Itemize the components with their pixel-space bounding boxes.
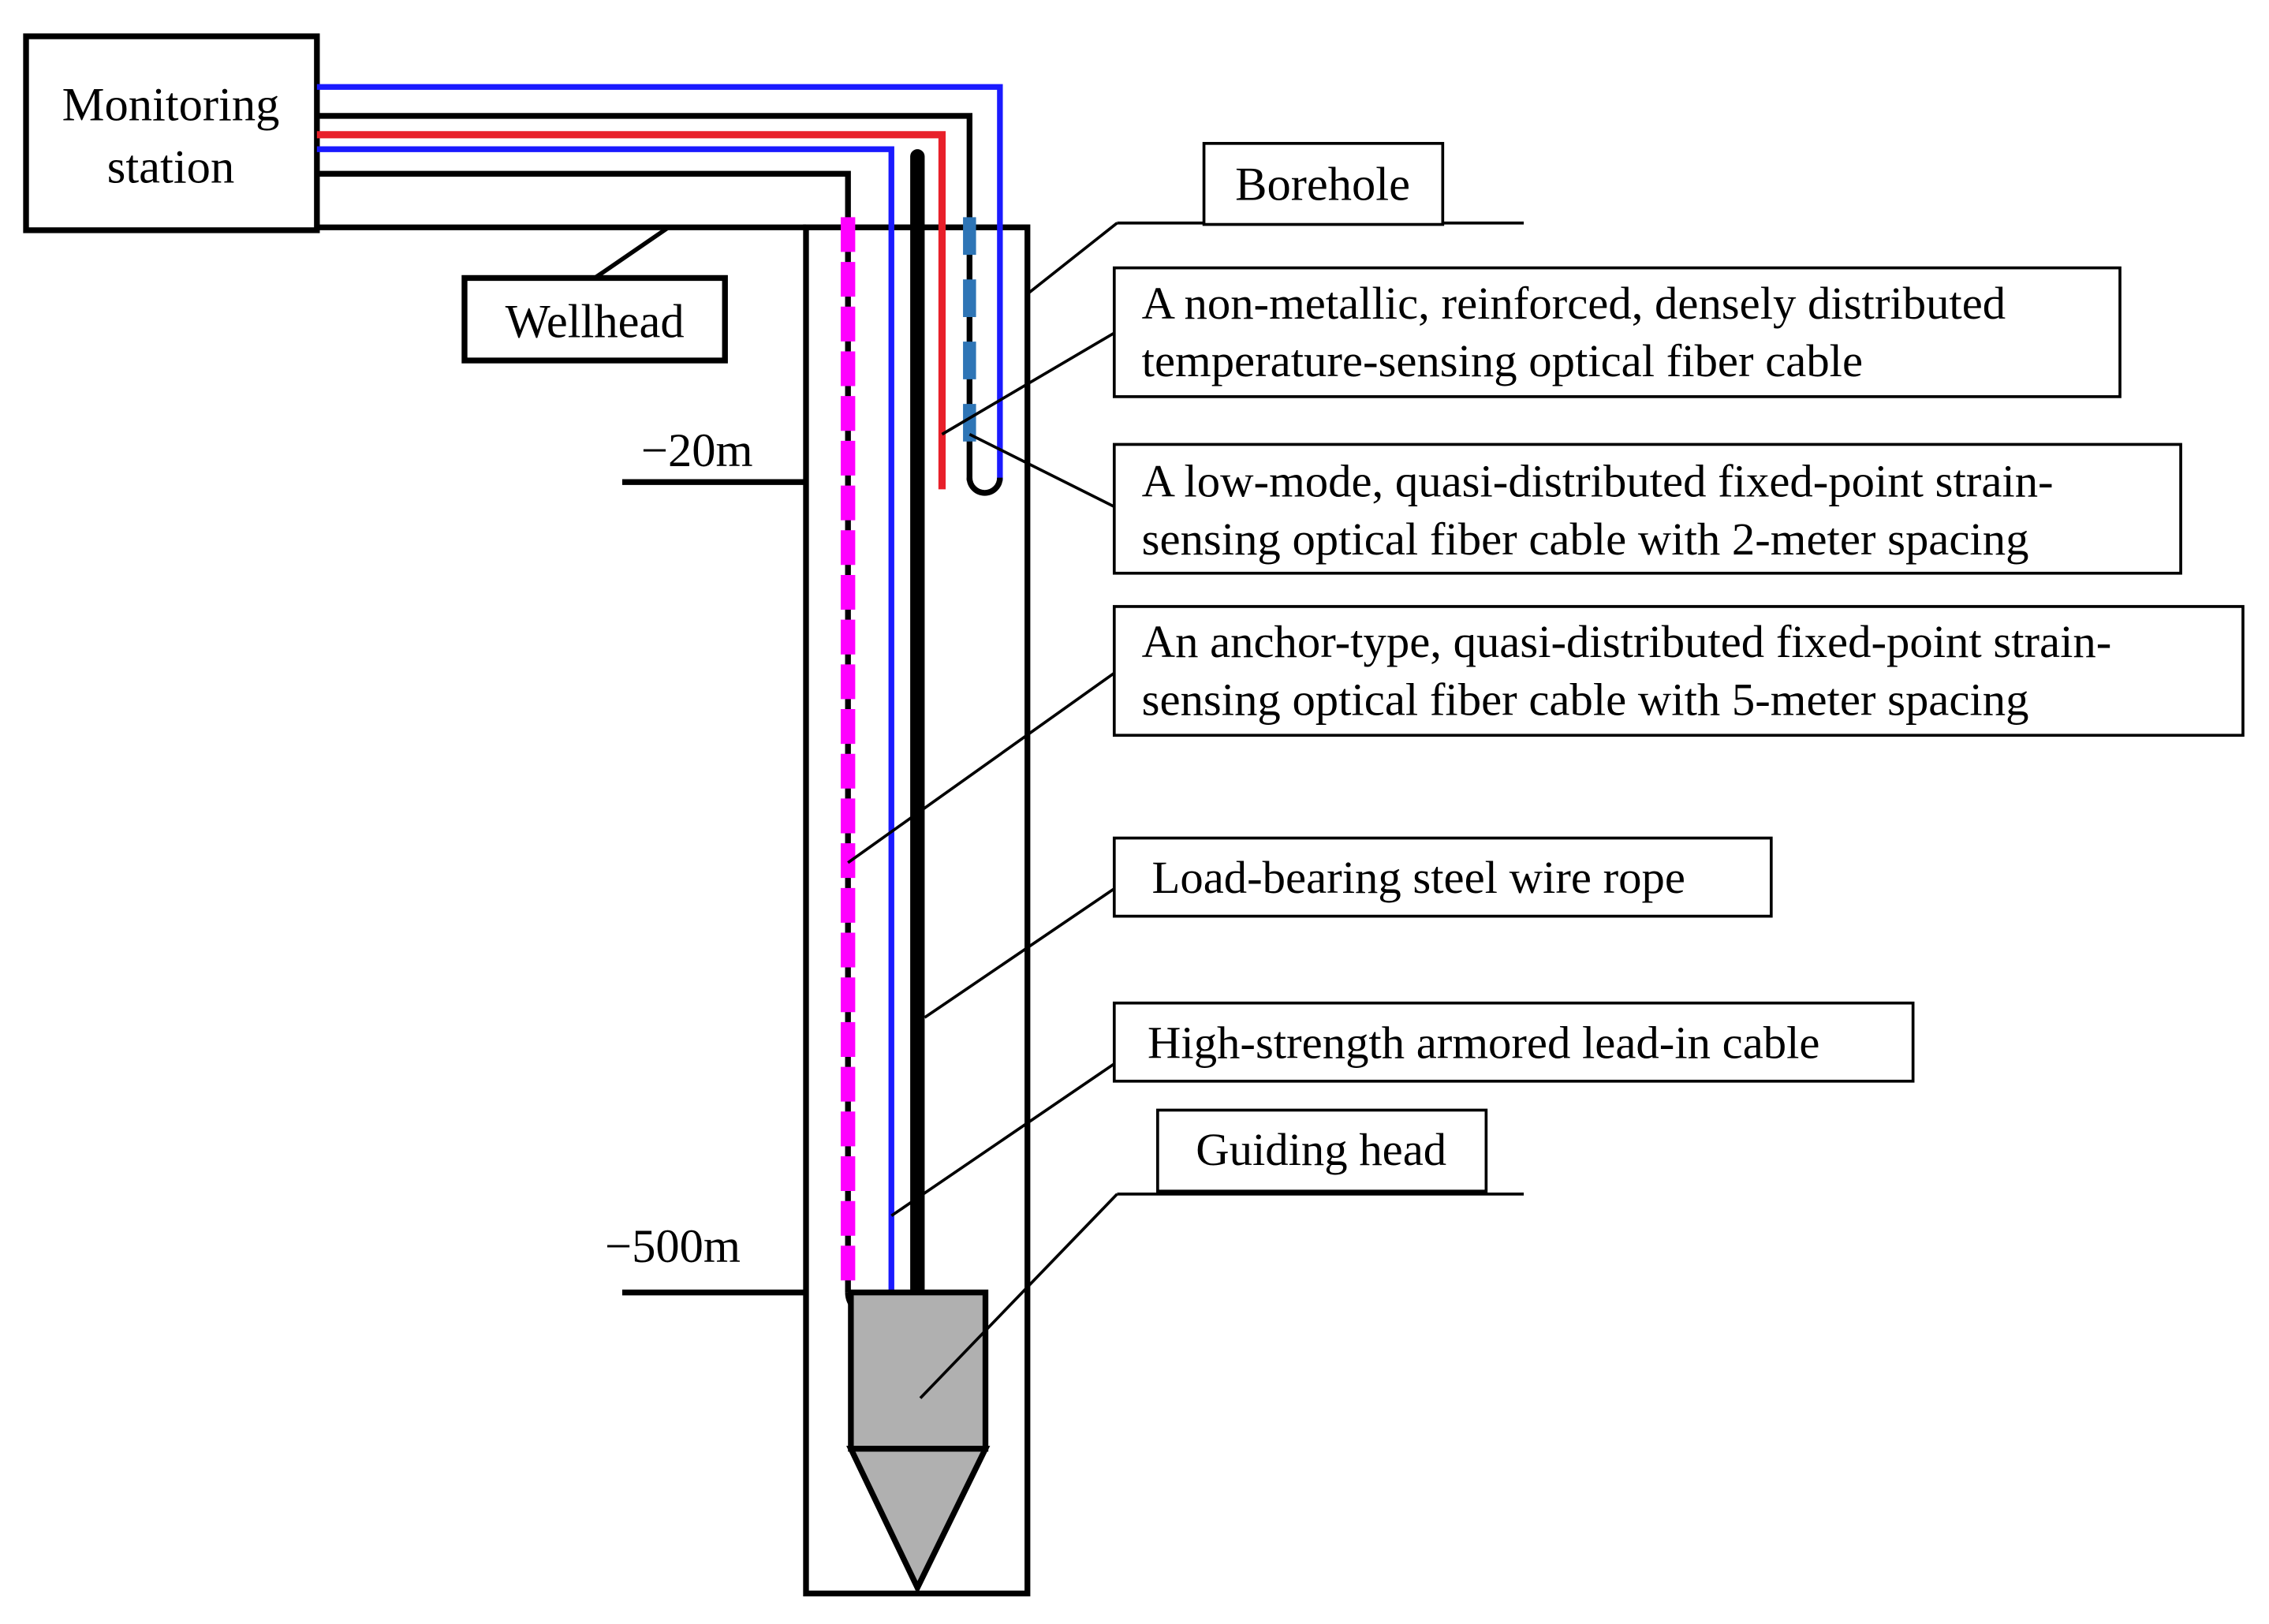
monitoring-station-label-line2: station — [107, 140, 234, 193]
wire-rope-leader — [924, 887, 1115, 1019]
guiding-head-label: Guiding head — [1196, 1124, 1446, 1175]
guiding-head-leader — [919, 1193, 1118, 1399]
lead-in-cable-callout: High-strength armored lead-in cable — [890, 1001, 1915, 1217]
low-mode-cable-label-line2: sensing optical fiber cable with 2-meter… — [1142, 513, 2029, 565]
lead-in-cable — [316, 146, 894, 1293]
lead-in-cable-label: High-strength armored lead-in cable — [1148, 1017, 1819, 1068]
low-mode-cable-label-line1: A low-mode, quasi-distributed fixed-poin… — [1142, 456, 2054, 507]
wire-rope-box — [1112, 836, 1773, 918]
cable-bundle — [316, 84, 1003, 1317]
wire-rope-callout: Load-bearing steel wire rope — [924, 836, 1773, 1019]
temperature-cable-leader — [941, 331, 1115, 436]
guiding-head-body — [848, 1289, 989, 1452]
wellhead-leader — [593, 225, 670, 280]
borehole-box — [1202, 141, 1445, 226]
depth-label-20m: −20m — [641, 424, 753, 477]
anchor-cable-label-line1: An anchor-type, quasi-distributed fixed-… — [1142, 616, 2112, 667]
wellhead-callout: Wellhead — [461, 225, 728, 364]
temperature-cable-callout: A non-metallic, reinforced, densely dist… — [941, 266, 2122, 436]
low-mode-cable-leader — [968, 432, 1115, 508]
depth-marker-20m: −20m — [621, 424, 806, 485]
guiding-head-callout: Guiding head — [919, 1108, 1524, 1399]
anchor-cable-callout: An anchor-type, quasi-distributed fixed-… — [847, 605, 2245, 864]
monitoring-station: Monitoring station — [23, 33, 320, 233]
anchor-cable-leader — [847, 671, 1115, 864]
temperature-cable-label-line1: A non-metallic, reinforced, densely dist… — [1142, 278, 2006, 329]
borehole-callout: Borehole — [1026, 141, 1524, 296]
anchor-cable-box — [1112, 605, 2245, 737]
temperature-cable-label-line2: temperature-sensing optical fiber cable — [1142, 335, 1863, 386]
low-mode-cable-callout: A low-mode, quasi-distributed fixed-poin… — [968, 432, 2182, 575]
wellhead-box — [461, 274, 728, 364]
borehole-leader — [1026, 222, 1118, 296]
low-mode-cable-blue — [316, 84, 1003, 481]
lead-in-cable-box — [1112, 1001, 1915, 1083]
monitoring-station-label-line1: Monitoring — [62, 78, 280, 131]
wellhead-label: Wellhead — [506, 296, 685, 349]
temperature-cable — [316, 131, 946, 490]
temperature-cable-box — [1112, 266, 2122, 398]
guiding-head-box — [1156, 1108, 1488, 1193]
anchor-cable-label-line2: sensing optical fiber cable with 5-meter… — [1142, 674, 2029, 726]
low-mode-cable-box — [1112, 442, 2182, 575]
guiding-head-shape — [846, 1289, 991, 1595]
lead-in-cable-leader — [890, 1062, 1115, 1217]
borehole-label: Borehole — [1235, 158, 1410, 211]
depth-label-500m: −500m — [605, 1220, 741, 1273]
wire-rope-label: Load-bearing steel wire rope — [1152, 852, 1685, 903]
guiding-head-tip — [846, 1446, 991, 1595]
low-mode-cable-loop — [966, 477, 1003, 496]
monitoring-station-box — [23, 33, 320, 233]
depth-marker-500m: −500m — [605, 1220, 806, 1296]
